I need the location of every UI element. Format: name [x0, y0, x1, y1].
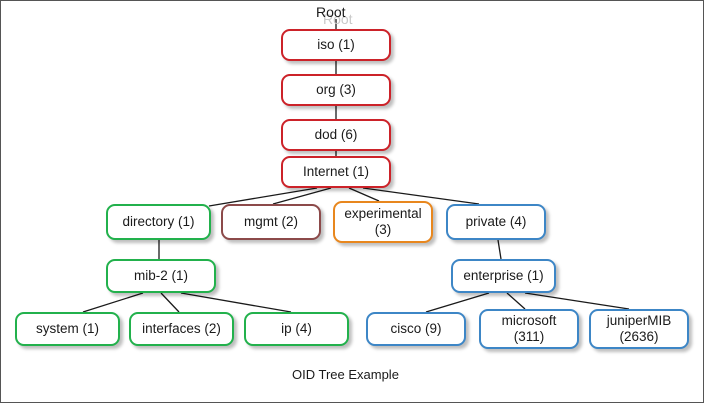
node-dod[interactable]: dod (6)	[281, 119, 391, 151]
node-system[interactable]: system (1)	[15, 312, 120, 346]
root-label: Root	[316, 4, 346, 20]
edge-mib2-to-interfaces	[160, 292, 180, 313]
node-label-microsoft: microsoft (311)	[501, 313, 557, 344]
node-microsoft[interactable]: microsoft (311)	[479, 309, 579, 349]
node-juniperMIB[interactable]: juniperMIB (2636)	[589, 309, 689, 349]
node-label-experimental: experimental (3)	[344, 206, 422, 237]
node-label-juniperMIB: juniperMIB (2636)	[606, 313, 672, 344]
node-cisco[interactable]: cisco (9)	[366, 312, 466, 346]
root-label-shadow: Root	[323, 11, 353, 27]
edge-internet-to-mgmt	[272, 187, 332, 205]
node-label-iso: iso (1)	[317, 37, 355, 53]
node-label-mgmt: mgmt (2)	[244, 214, 298, 230]
node-mib2[interactable]: mib-2 (1)	[106, 259, 216, 293]
node-label-internet: Internet (1)	[302, 164, 370, 180]
edge-internet-to-experimental	[348, 187, 380, 202]
node-label-enterprise: enterprise (1)	[463, 268, 544, 284]
node-mgmt[interactable]: mgmt (2)	[221, 204, 321, 240]
node-label-private: private (4)	[465, 214, 527, 230]
node-org[interactable]: org (3)	[281, 74, 391, 106]
node-label-directory: directory (1)	[122, 214, 195, 230]
edge-private-to-enterprise	[497, 239, 502, 260]
edge-mib2-to-ip	[180, 292, 292, 313]
node-interfaces[interactable]: interfaces (2)	[129, 312, 234, 346]
edge-enterprise-to-cisco	[425, 292, 490, 313]
edge-mib2-to-system	[82, 292, 144, 313]
node-label-mib2: mib-2 (1)	[133, 268, 188, 284]
node-enterprise[interactable]: enterprise (1)	[451, 259, 556, 293]
node-label-dod: dod (6)	[314, 127, 358, 143]
node-internet[interactable]: Internet (1)	[281, 156, 391, 188]
edge-enterprise-to-juniperMIB	[524, 292, 630, 310]
node-label-interfaces: interfaces (2)	[142, 321, 221, 337]
edge-enterprise-to-microsoft	[506, 292, 526, 310]
node-label-ip: ip (4)	[281, 321, 312, 337]
node-ip[interactable]: ip (4)	[244, 312, 349, 346]
node-experimental[interactable]: experimental (3)	[333, 201, 433, 243]
node-iso[interactable]: iso (1)	[281, 29, 391, 61]
node-label-org: org (3)	[316, 82, 356, 98]
node-label-cisco: cisco (9)	[390, 321, 442, 337]
figure-caption: OID Tree Example	[292, 367, 399, 382]
node-label-system: system (1)	[35, 321, 99, 337]
node-directory[interactable]: directory (1)	[106, 204, 211, 240]
node-private[interactable]: private (4)	[446, 204, 546, 240]
